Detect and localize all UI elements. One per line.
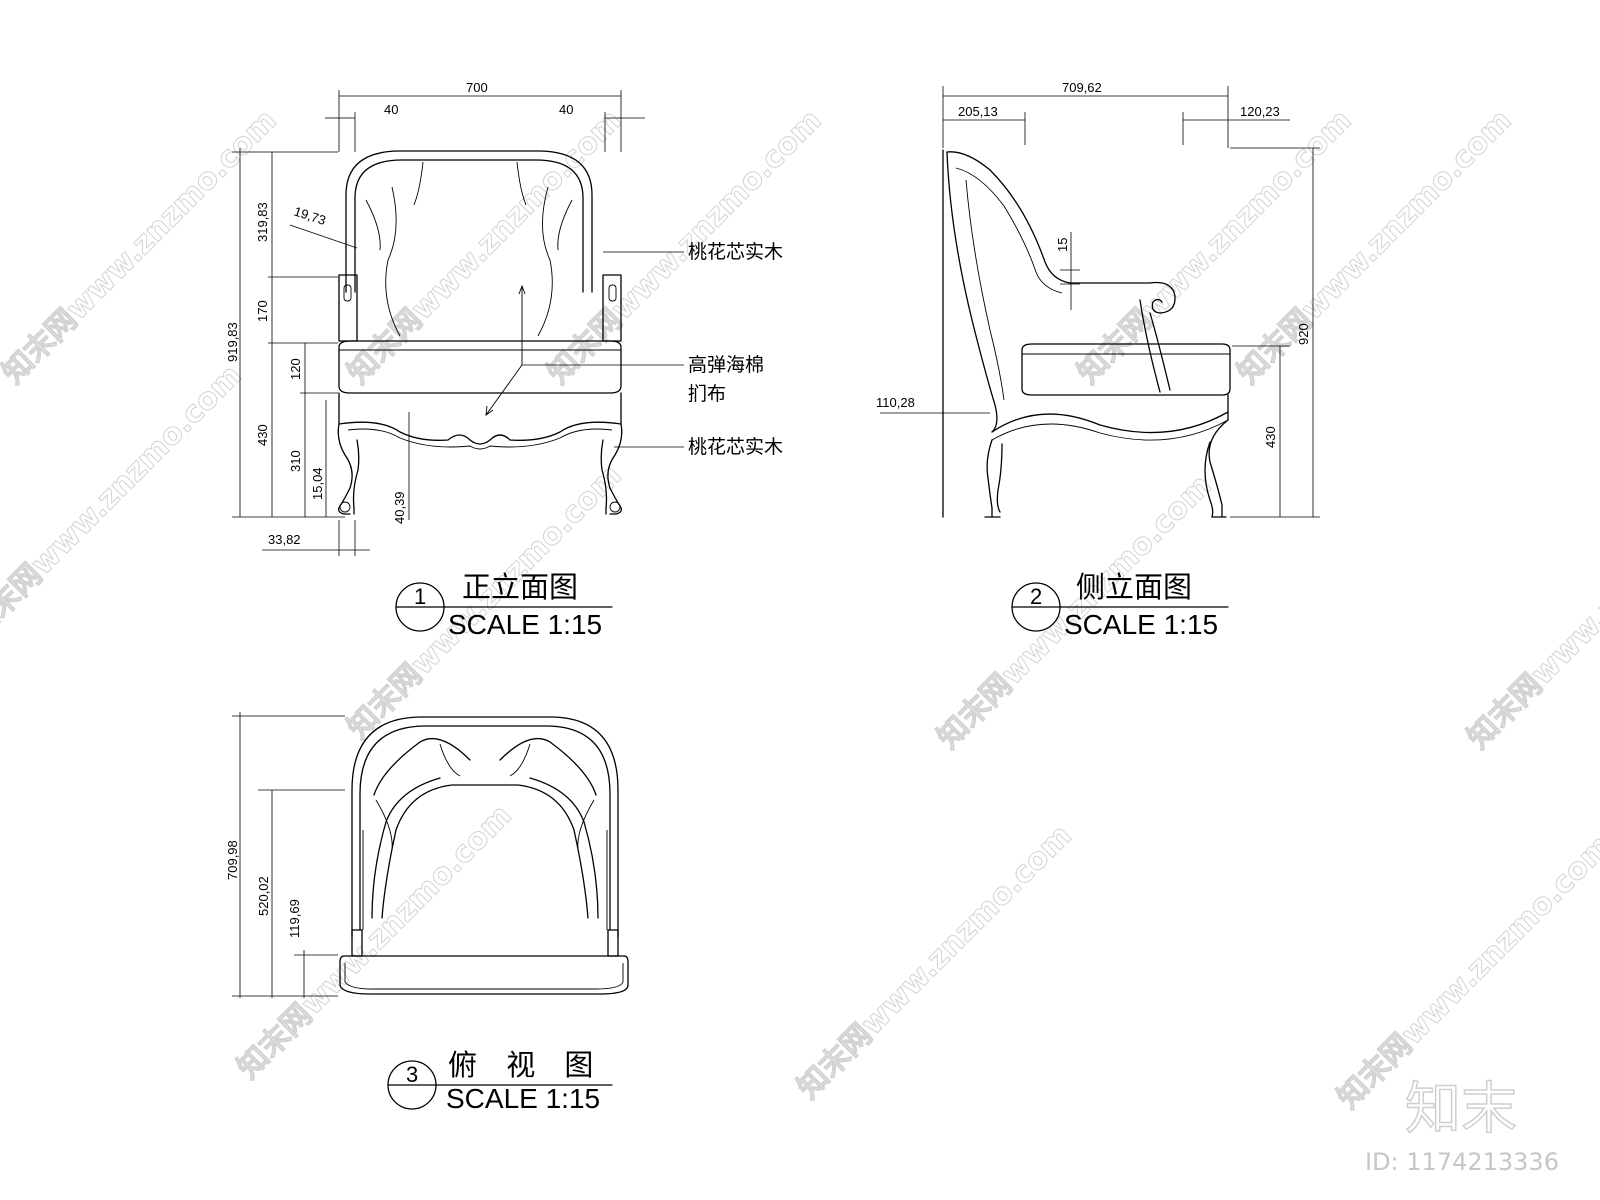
note-upholstery: 扪布 [688,383,726,405]
watermark-text: 知末网www.znzmo.com [1071,103,1359,391]
dim-front-overhang: 120,23 [1240,104,1280,119]
watermark-text: 知末网www.znzmo.com [1331,828,1600,1116]
watermark-text: 知末网www.znzmo.com [1231,103,1519,391]
dim-foot-width: 33,82 [268,532,301,547]
dim-seat-height: 430 [255,424,270,446]
view-number: 2 [1030,584,1042,609]
watermark-text: 知末网www.znzmo.com [231,798,519,1086]
note-foam: 高弹海棉 [688,354,764,376]
top-view: 709,98 520,02 119,69 3 俯 视 图 SCALE 1:15 [225,712,629,1114]
watermark-logo: 知末 [1405,1077,1517,1142]
dim-side-seat-height: 430 [1263,426,1278,448]
view-scale: SCALE 1:15 [446,1083,600,1114]
dim-leg-height: 310 [288,450,303,472]
watermark-text: 知末网www.znzmo.com [791,818,1079,1106]
side-elevation-view: 709,62 205,13 120,23 920 430 15 110,28 2… [876,80,1320,640]
dim-overall-depth: 709,62 [1062,80,1102,95]
watermark-text: 知末网www.znzmo.com [0,358,249,646]
front-chair-drawing [337,150,623,515]
dim-side-overall-height: 920 [1296,323,1311,345]
view-scale: SCALE 1:15 [448,609,602,640]
watermark-id: ID: 1174213336 [1365,1148,1559,1176]
side-view-title: 2 侧立面图 SCALE 1:15 [1011,570,1229,640]
dim-apron-drop: 40,39 [392,491,407,524]
dim-arm-scroll: 15 [1055,238,1070,252]
view-title: 侧立面图 [1076,570,1192,604]
dim-overall-width: 700 [466,80,488,95]
view-title: 俯 视 图 [448,1048,603,1082]
dim-back-height: 319,83 [255,202,270,242]
note-mahogany-base: 桃花芯实木 [688,436,783,458]
dim-left-frame: 40 [384,102,398,117]
side-chair-drawing [942,149,1231,518]
front-elevation-view: 700 40 40 919,83 319,83 170 430 120 310 … [225,80,783,640]
dim-arm-height: 170 [255,300,270,322]
dim-top-overall-depth: 709,98 [225,840,240,880]
dim-top-front-rail: 119,69 [287,899,302,938]
top-view-title: 3 俯 视 图 SCALE 1:15 [387,1048,613,1114]
watermark-text: 知末网www.znzmo.com [0,103,284,391]
dim-leg-detail: 15,04 [310,467,325,500]
dim-overall-height: 919,83 [225,322,240,362]
front-material-notes: 桃花芯实木 高弹海棉 扪布 桃花芯实木 [522,241,783,458]
top-chair-drawing [339,716,629,995]
view-number: 1 [414,584,426,609]
front-view-title: 1 正立面图 SCALE 1:15 [395,570,613,640]
side-dimensions: 709,62 205,13 120,23 920 430 15 110,28 [876,80,1320,518]
note-mahogany-top: 桃花芯实木 [688,241,783,263]
view-title: 正立面图 [462,570,578,604]
dim-back-thickness: 19,73 [292,204,328,228]
dim-cushion-height: 120 [288,358,303,380]
view-scale: SCALE 1:15 [1064,609,1218,640]
dim-right-frame: 40 [559,102,573,117]
top-dimensions: 709,98 520,02 119,69 [225,712,345,998]
watermark-text: 知末网www.znzmo.com [1461,468,1600,756]
dim-back-lean: 110,28 [876,395,915,410]
dim-top-seat-depth: 520,02 [256,876,271,916]
view-number: 3 [406,1062,418,1087]
dim-back-depth: 205,13 [958,104,998,119]
